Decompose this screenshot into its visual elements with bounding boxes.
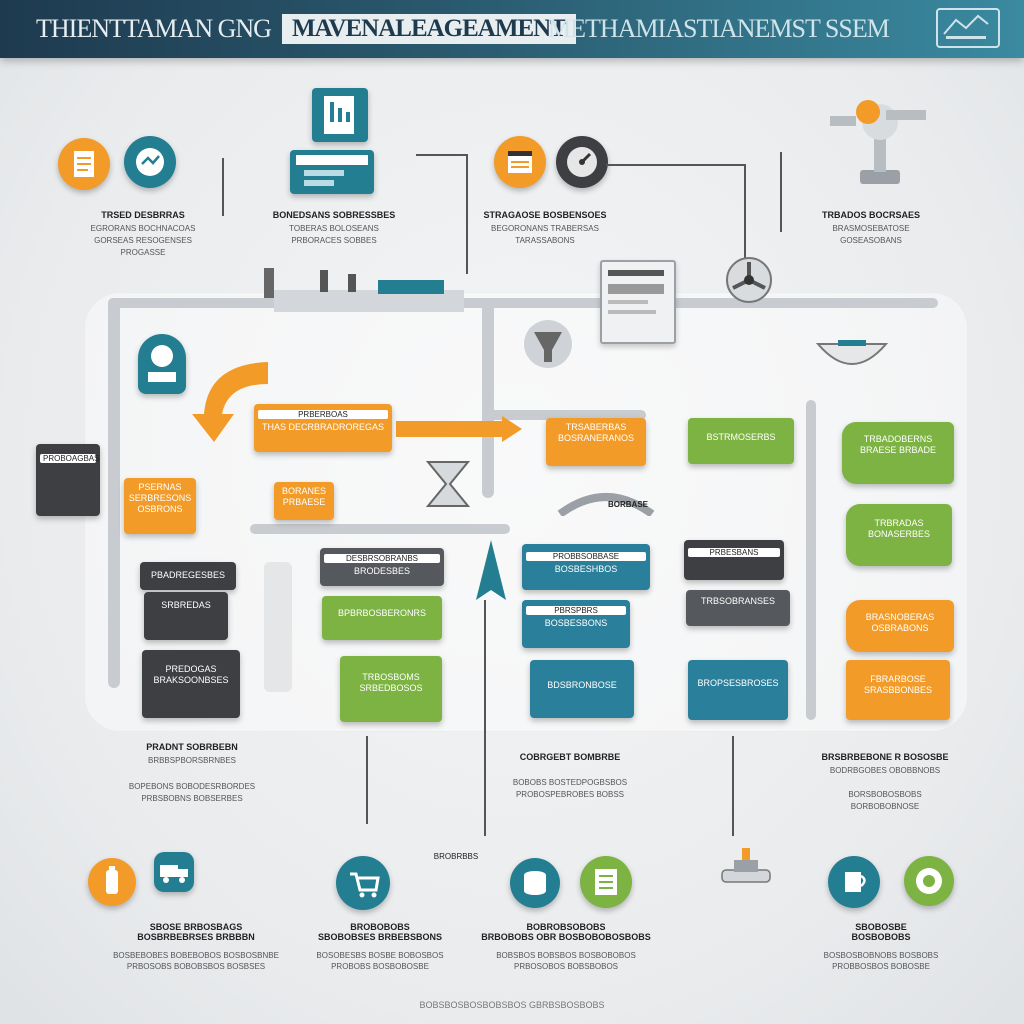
process-box-orange-main: PRBERBOAS THAS DECRBRADROREGAS [254,404,392,452]
funnel-icon [520,318,576,370]
process-box-gray-center: DESBRSOBRANBS BRODESBES [320,548,444,586]
down-arrow-icon [476,540,506,604]
process-box-gray-left: PROBOAGBAS [36,444,100,516]
connector-line [606,164,746,166]
connector-line [732,736,734,836]
center-note: BROBRBBS [433,852,479,861]
pipe [108,298,120,688]
connector-line [366,736,368,824]
bottom-item-1: SBOSE BRBOSBAGS BOSBRBEBRSES BRBBBN BOSB… [113,922,279,971]
process-box-orange-small: BORANES PRBAESE [274,482,334,520]
clipboard-icon [312,88,368,142]
title-part-1: THIENTTAMAN GNG [36,14,272,43]
mid-caption-2: COBRGEBT BOMBRBE BOBOBS BOSTEDPOGBSBOS P… [512,752,628,799]
process-box-green-center-2: TRBOSBOMS SRBEDBOSOS [340,656,442,722]
mid-caption-3: BRSBRBEBONE R BOSOSBE BODRBGOBES OBOBBNO… [821,752,949,811]
process-box-green-mid: BSTRMOSERBS [688,418,794,464]
factory-machine-icon [264,262,464,314]
process-box-orange-mid: TRSABERBAS BOSRANERANOS [546,418,646,466]
robot-arm-icon [826,82,932,192]
curved-arrow-icon [188,354,270,444]
process-box-teal-3: BDSBRONBOSE [530,660,634,718]
cup-icon [828,856,880,908]
pipe [486,410,646,420]
bowl-machine-icon [814,334,890,384]
analytics-icon [124,136,176,188]
right-arrow-icon [396,416,522,442]
calendar-icon [494,136,546,188]
document-icon [58,138,110,190]
gauge-arc-icon [556,486,656,516]
process-box-orange-left: PSERNAS SERBRESONS OSBRONS [124,478,196,534]
process-box-green-right-1: TRBADOBERNS BRAESE BRBADE [842,422,954,484]
connector-line [466,154,468,274]
bottom-item-2: BROBOBOBS SBOBOBSES BRBEBSBONS BOSOBESBS… [316,922,444,971]
database-icon [510,858,560,908]
process-box-green-right-2: TRBRADAS BONASERBES [846,504,952,566]
connector-line [744,164,746,260]
footer-text: BOBSBOSBOSBOBSBOS GBRBSBOSBOBS [419,1000,605,1010]
top-section-1: TRSED DESBRRAS EGRORANS BOCHNACOAS GORSE… [90,210,196,257]
truck-icon [154,852,194,892]
process-box-teal-right: BROPSESBROSES [688,660,788,720]
process-box-teal-1: PROBBSOBBASE BOSBESHBOS [522,544,650,590]
mid-caption-1: PRADNT SOBRBEBN BRBBSPBORSBRNBES BOPEBON… [128,742,256,803]
pipe [264,562,292,692]
monitor-icon [290,150,374,194]
control-panel-icon [600,260,676,344]
top-section-4: TRBADOS BOCRSAES BRASMOSEBATOSE GOSEASOB… [821,210,920,245]
bottle-icon [88,858,136,906]
pipe [806,400,816,720]
process-box-green-center: BPBRBOSBERONRS [322,596,442,640]
process-box-orange-right-2: FBRARBOSE SRASBBONBES [846,660,950,720]
process-box-dark-1: PBADREGESBES [140,562,236,590]
process-box-orange-right-1: BRASNOBERAS OSBRABONS [846,600,954,652]
pipe [482,298,494,498]
hourglass-icon [418,458,478,510]
logo-icon [936,8,1000,48]
process-box-dark-2: SRBREDAS [144,592,228,640]
camera-icon [904,856,954,906]
connector-line [416,154,468,156]
gauge-icon [556,136,608,188]
bottom-item-3: BOBROBSOBOBS BRBOBOBS OBR BOSBOBOBOSBOBS… [481,922,651,971]
connector-line [780,152,782,232]
gauge-label: BORBASE [607,500,648,509]
fan-icon [724,252,774,312]
pump-icon [138,334,186,394]
process-box-dark-right: PRBESBANS [684,540,784,580]
bottom-item-4: SBOBOSBE BOSBOBOBS BOSBOSBOBNOBS BOSBOBS… [823,922,939,971]
pipe [108,298,938,308]
top-section-2: BONEDSANS SOBRESSBES TOBERAS BOLOSEANS P… [272,210,396,245]
top-section-3: STRAGAOSE BOSBENSOES BEGORONANS TRABERSA… [483,210,607,245]
process-box-dark-3: PREDOGAS BRAKSOONBSES [142,650,240,718]
cart-icon [336,856,390,910]
process-box-teal-2: PBRSPBRS BOSBESBONS [522,600,630,648]
checklist-icon [580,856,632,908]
process-box-dark-right-2: TRBSOBRANSES [686,590,790,626]
title-part-3: METHAMIASTIANEMST SSEM [548,14,890,43]
connector-line [484,600,486,836]
scale-icon [716,844,776,900]
title-part-2: MAVENALEAGEAMENT [282,14,576,44]
connector-line [222,158,224,216]
pipe [250,524,510,534]
